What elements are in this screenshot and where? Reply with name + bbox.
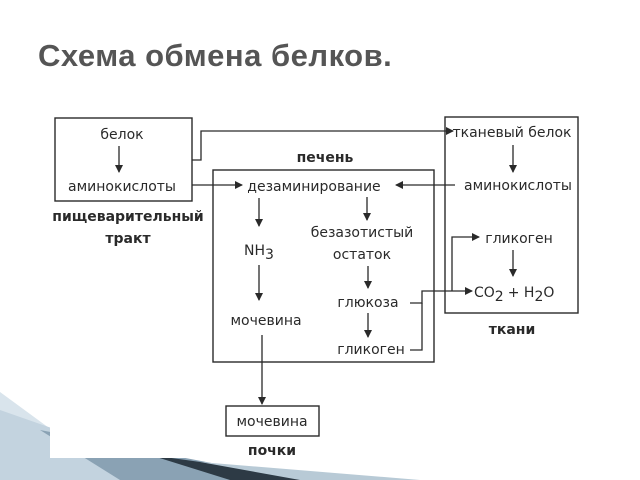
deamination-label: дезаминирование	[247, 179, 380, 195]
slide-title: Схема обмена белков.	[38, 38, 393, 73]
residue-label-1: безазотистый	[311, 225, 414, 241]
tissue-glycogen-label: гликоген	[485, 231, 553, 247]
digestive-tract-caption-2: тракт	[105, 231, 151, 247]
liver-urea-label: мочевина	[230, 313, 301, 329]
liver-glucose-label: глюкоза	[337, 295, 398, 311]
digestive-protein-label: белок	[100, 127, 143, 143]
plus-h-label: + H	[508, 285, 535, 301]
kidney-box	[225, 405, 320, 437]
line-glycogen-to-glucose-path	[410, 303, 423, 351]
nh3-label: NH3	[244, 243, 274, 263]
diagram-background	[50, 108, 585, 458]
co2-base: CO	[474, 285, 495, 301]
h2o-subscript: 2	[534, 289, 543, 305]
arrow-glucose-to-co2	[410, 287, 473, 304]
kidney-caption: почки	[248, 443, 296, 459]
nh3-base: NH	[244, 243, 265, 259]
digestive-aminoacids-label: аминокислоты	[68, 179, 176, 195]
liver-glycogen-label: гликоген	[337, 342, 405, 358]
tissue-caption: ткани	[489, 322, 536, 338]
liver-box	[212, 169, 435, 363]
liver-caption: печень	[297, 150, 354, 166]
co2-subscript: 2	[495, 289, 504, 305]
nh3-subscript: 3	[265, 247, 274, 263]
tissue-protein-label: тканевый белок	[452, 125, 571, 141]
kidney-urea-label: мочевина	[236, 414, 307, 430]
arrow-to-tissue-glycogen	[451, 233, 480, 291]
co2-h2o-label: CO2+ H2O	[474, 285, 554, 305]
h2o-o: O	[543, 285, 554, 301]
residue-label-2: остаток	[333, 247, 391, 263]
digestive-tract-caption-1: пищеварительный	[52, 209, 203, 225]
tissue-box	[444, 116, 579, 314]
arrow-digestive-to-tissue-protein	[192, 127, 454, 161]
tissue-aminoacids-label: аминокислоты	[464, 178, 572, 194]
